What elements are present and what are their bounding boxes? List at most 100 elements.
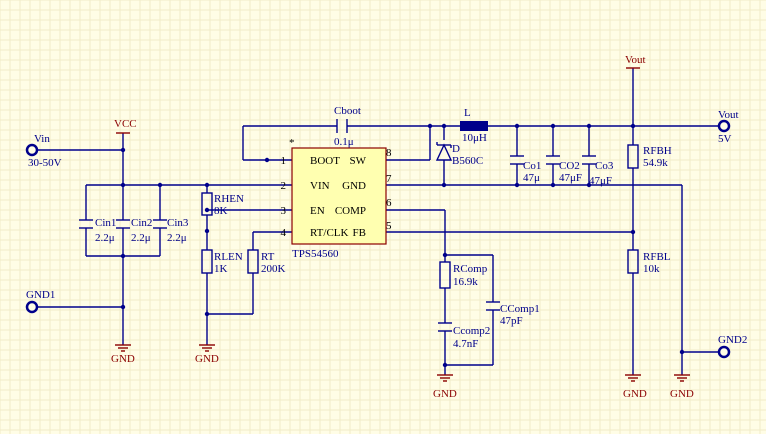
port-vin[interactable]: Vin 30-50V <box>25 133 62 169</box>
diode-d[interactable]: D B560C <box>435 142 483 167</box>
gnd-symbol-output: GND <box>670 374 694 400</box>
gnd-label-fb: GND <box>623 388 647 400</box>
port-gnd1-icon <box>25 300 39 314</box>
wires <box>36 68 720 375</box>
gnd-symbol-fb: GND <box>623 374 647 400</box>
inductor-value: 10μH <box>462 132 487 144</box>
ic-pin-8-num: 8 <box>386 147 392 159</box>
port-gnd2-icon <box>717 345 731 359</box>
cin2-ref: Cin2 <box>131 217 152 229</box>
rlen-body <box>201 249 213 274</box>
ic-pin-2-num: 2 <box>281 180 287 192</box>
rt-value: 200K <box>261 263 286 275</box>
port-vin-range: 30-50V <box>28 157 62 169</box>
rt[interactable]: RT 200K <box>247 249 286 275</box>
rfbl-body <box>627 249 639 274</box>
ccomp2-value: 4.7nF <box>453 338 478 350</box>
co3-ref: Co3 <box>595 160 614 172</box>
cin3-value: 2.2μ <box>167 232 187 244</box>
ic-pin-gnd: GND <box>342 180 366 192</box>
port-gnd2-name: GND2 <box>718 334 747 346</box>
cin1[interactable]: Cin1 2.2μ <box>79 217 116 244</box>
ic-body <box>291 147 387 245</box>
ic-tps54560[interactable]: * TPS54560 1 BOOT 2 VIN 3 EN 4 RT/CLK 8 … <box>281 137 393 260</box>
rfbh-value: 54.9k <box>643 157 668 169</box>
rhen[interactable]: RHEN 8K <box>201 192 244 217</box>
gnd-symbol-input: GND <box>111 344 135 365</box>
rcomp-body <box>439 261 451 289</box>
cin3[interactable]: Cin3 2.2μ <box>153 217 189 244</box>
ccomp2[interactable]: Ccomp2 4.7nF <box>438 322 490 350</box>
ic-pin-4-num: 4 <box>281 227 287 239</box>
port-gnd2[interactable]: GND2 <box>717 334 747 359</box>
power-vout: Vout <box>625 54 646 69</box>
rfbl[interactable]: RFBL 10k <box>627 249 671 275</box>
ic-pin-comp: COMP <box>335 205 366 217</box>
port-vout[interactable]: Vout 5V <box>717 109 739 145</box>
inductor-body <box>460 121 488 131</box>
gnd-label-input: GND <box>111 353 135 365</box>
inductor-l[interactable]: L 10μH <box>460 107 488 144</box>
ic-pin-vin: VIN <box>310 180 330 192</box>
port-vout-value: 5V <box>718 133 732 145</box>
gnd-symbol-comp: GND <box>433 374 457 400</box>
rfbh-body <box>627 144 639 169</box>
gnd-label-comp: GND <box>433 388 457 400</box>
co1[interactable]: Co1 47μ <box>510 155 541 184</box>
rhen-body <box>201 192 213 216</box>
pin1-marker: * <box>289 137 295 149</box>
rfbl-value: 10k <box>643 263 660 275</box>
ccomp1-value: 47pF <box>500 315 523 327</box>
junctions <box>120 123 685 368</box>
rcomp[interactable]: RComp 16.9k <box>439 261 488 289</box>
cboot-value: 0.1μ <box>334 136 354 148</box>
power-vcc: VCC <box>114 118 137 134</box>
co1-ref: Co1 <box>523 160 541 172</box>
rfbl-ref: RFBL <box>643 251 671 263</box>
power-vcc-label: VCC <box>114 118 137 130</box>
port-vin-name: Vin <box>34 133 50 145</box>
rlen[interactable]: RLEN 1K <box>201 249 243 275</box>
cboot[interactable]: Cboot 0.1μ <box>334 105 361 148</box>
ic-pin-3-num: 3 <box>281 205 287 217</box>
cin1-value: 2.2μ <box>95 232 115 244</box>
rcomp-ref: RComp <box>453 263 488 275</box>
rlen-ref: RLEN <box>214 251 243 263</box>
ccomp2-ref: Ccomp2 <box>453 325 490 337</box>
rhen-value: 8K <box>214 205 228 217</box>
gnd-label-output: GND <box>670 388 694 400</box>
ic-pin-6-num: 6 <box>386 197 392 209</box>
gnd-label-en: GND <box>195 353 219 365</box>
port-vout-name: Vout <box>718 109 739 121</box>
port-gnd1[interactable]: GND1 <box>25 289 55 314</box>
cboot-ref: Cboot <box>334 105 361 117</box>
rt-ref: RT <box>261 251 275 263</box>
co3-value: 47μF <box>589 175 612 187</box>
co1-value: 47μ <box>523 172 540 184</box>
cin1-ref: Cin1 <box>95 217 116 229</box>
rcomp-value: 16.9k <box>453 276 478 288</box>
co3[interactable]: Co3 47μF <box>582 155 614 187</box>
inductor-ref: L <box>464 107 471 119</box>
ic-pin-en: EN <box>310 205 325 217</box>
co2-value: 47μF <box>559 172 582 184</box>
diode-value: B560C <box>452 155 483 167</box>
co2-ref: CO2 <box>559 160 580 172</box>
rhen-ref: RHEN <box>214 193 244 205</box>
cin2[interactable]: Cin2 2.2μ <box>116 217 152 244</box>
ic-pin-1-num: 1 <box>281 155 287 167</box>
diode-triangle <box>435 143 453 161</box>
ccomp1[interactable]: CComp1 47pF <box>486 301 540 327</box>
ic-pin-boot: BOOT <box>310 155 340 167</box>
rfbh[interactable]: RFBH 54.9k <box>627 144 672 169</box>
rt-body <box>247 249 259 274</box>
port-vin-icon <box>25 143 39 157</box>
port-vout-icon <box>717 119 731 133</box>
co2[interactable]: CO2 47μF <box>546 155 582 184</box>
port-gnd1-name: GND1 <box>26 289 55 301</box>
ic-pin-fb: FB <box>353 227 366 239</box>
ccomp1-ref: CComp1 <box>500 303 540 315</box>
diode-ref: D <box>452 143 460 155</box>
